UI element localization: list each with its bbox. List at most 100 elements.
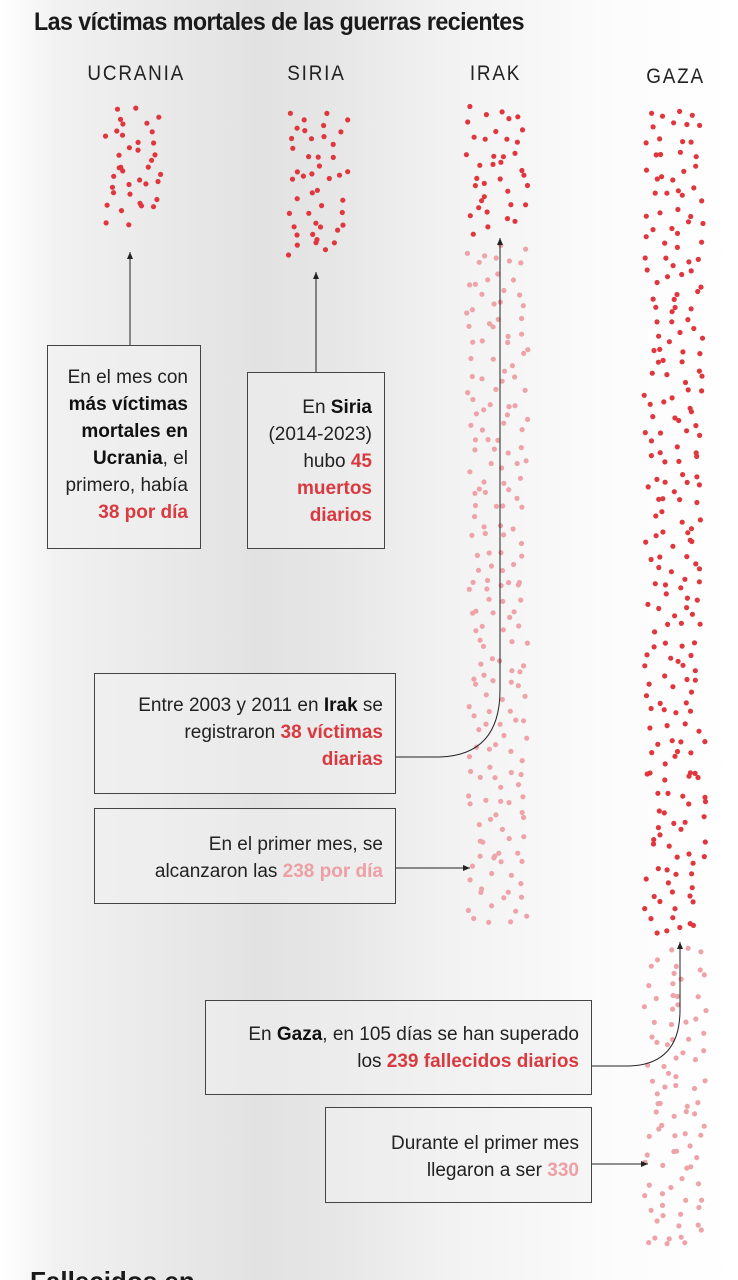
dot-irak-peak: [506, 487, 512, 493]
dot-gaza-average: [688, 652, 694, 659]
dot-irak-peak: [474, 552, 480, 559]
text-bold: Gaza: [276, 1024, 323, 1045]
dot-irak-peak: [485, 577, 491, 584]
dot-gaza-peak: [665, 1070, 672, 1076]
dot-gaza-average: [659, 509, 665, 515]
dot-gaza-average: [657, 210, 663, 216]
text-bold: más víctimas: [68, 394, 188, 415]
dot-gaza-average: [676, 417, 682, 424]
dot-irak-average: [484, 209, 490, 215]
dot-gaza-average: [673, 710, 679, 716]
dot-irak-peak: [476, 727, 482, 733]
dot-gaza-average: [696, 566, 703, 572]
dot-gaza-average: [691, 185, 697, 191]
dot-irak-peak: [517, 475, 524, 481]
dot-irak-peak: [521, 718, 527, 724]
dot-irak-peak: [511, 374, 518, 380]
text-bold: Ucrania: [92, 448, 163, 469]
dot-irak-peak: [498, 582, 504, 589]
dot-gaza-average: [674, 748, 681, 755]
dot-irak-peak: [487, 764, 493, 770]
dot-irak-peak: [518, 771, 524, 778]
dot-irak-peak: [465, 390, 471, 396]
dot-gaza-average: [672, 613, 678, 619]
dot-siria-average: [286, 210, 292, 216]
highlight-value: 239 fallecidos diarios: [386, 1051, 579, 1072]
dot-gaza-average: [672, 415, 678, 421]
dot-gaza-average: [702, 839, 708, 845]
dot-gaza-average: [643, 693, 650, 699]
dot-gaza-average: [663, 255, 669, 261]
dot-gaza-average: [650, 124, 656, 130]
dot-ucrania-average: [150, 204, 157, 210]
dot-irak-average: [481, 194, 487, 200]
dot-gaza-average: [642, 255, 648, 261]
dot-gaza-average: [654, 319, 660, 325]
dot-irak-peak: [519, 553, 525, 559]
dot-gaza-average: [678, 585, 684, 591]
dot-irak-peak: [481, 672, 487, 678]
dot-gaza-average: [685, 317, 691, 323]
dot-irak-peak: [505, 889, 511, 895]
dot-gaza-average: [683, 700, 689, 706]
dot-irak-peak: [506, 580, 512, 586]
dot-gaza-peak: [656, 1126, 662, 1132]
dot-gaza-average: [688, 750, 694, 756]
dot-gaza-average: [652, 190, 658, 196]
dot-irak-peak: [479, 376, 485, 382]
dot-gaza-average: [660, 496, 666, 502]
dot-ucrania-average: [143, 181, 149, 187]
dot-irak-peak: [501, 368, 508, 374]
dot-irak-peak: [519, 427, 525, 433]
dot-irak-peak: [499, 567, 506, 574]
dot-gaza-peak: [680, 1050, 686, 1056]
dot-gaza-average: [672, 906, 678, 912]
dot-irak-peak: [489, 903, 495, 909]
dot-ucrania-average: [103, 220, 109, 226]
dot-gaza-peak: [673, 1148, 680, 1154]
dot-gaza-average: [647, 401, 653, 407]
dot-gaza-average: [684, 554, 690, 560]
dot-irak-peak: [519, 758, 525, 764]
dot-gaza-peak: [669, 947, 675, 953]
dot-gaza-average: [672, 304, 678, 311]
dot-irak-peak: [501, 287, 507, 294]
dot-irak-peak: [472, 437, 479, 443]
dot-gaza-average: [661, 707, 667, 713]
dot-gaza-average: [702, 739, 708, 745]
dot-irak-peak: [486, 708, 492, 715]
dot-irak-peak: [485, 437, 491, 443]
dot-gaza-average: [696, 579, 703, 585]
dot-irak-peak: [466, 754, 473, 760]
dot-gaza-average: [695, 774, 701, 781]
dot-irak-peak: [466, 586, 472, 592]
dot-irak-peak: [470, 610, 476, 616]
dot-gaza-peak: [641, 1004, 648, 1010]
dot-irak-peak: [524, 735, 530, 741]
dot-ucrania-average: [154, 196, 160, 203]
dot-gaza-average: [695, 288, 701, 295]
dot-ucrania-average: [116, 152, 122, 158]
dot-irak-peak: [467, 469, 473, 475]
column-label-ucrania: UCRANIA: [87, 62, 186, 85]
dot-gaza-peak: [676, 1223, 682, 1229]
dot-irak-peak: [511, 609, 517, 615]
dot-irak-peak: [498, 550, 504, 556]
dot-gaza-peak: [701, 1123, 707, 1129]
dot-irak-peak: [515, 850, 521, 856]
dot-ucrania-average: [117, 116, 124, 122]
annotation-gaza-average: En Gaza, en 105 días se han superado los…: [205, 1000, 592, 1095]
dot-ucrania-average: [152, 152, 158, 158]
text: los: [357, 1051, 387, 1072]
dot-irak-peak: [515, 782, 522, 788]
dot-gaza-average: [678, 826, 684, 832]
dot-gaza-peak: [661, 1063, 667, 1070]
dot-gaza-average: [699, 335, 706, 341]
dot-gaza-peak: [670, 992, 676, 999]
dot-irak-average: [521, 172, 527, 178]
dot-gaza-average: [669, 225, 675, 232]
dot-gaza-average: [657, 450, 663, 456]
dot-irak-average: [508, 202, 514, 208]
dot-ucrania-average: [118, 208, 125, 214]
dot-gaza-average: [688, 268, 694, 274]
